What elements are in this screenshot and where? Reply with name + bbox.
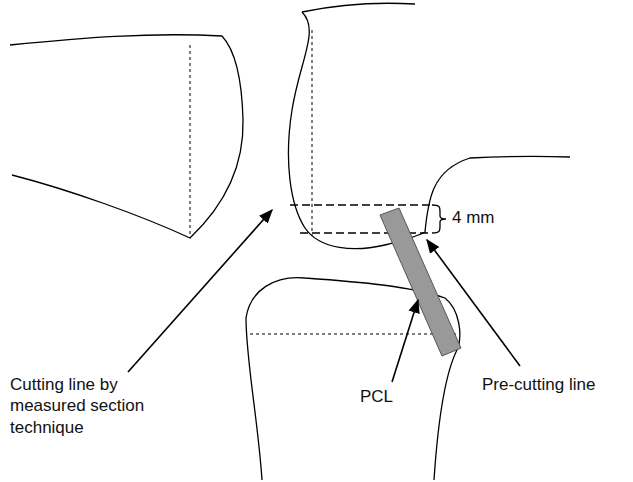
- pre-cutting-leader: [427, 240, 520, 366]
- pcl-band: [380, 208, 461, 356]
- femur-dashed-vertical: [312, 30, 313, 236]
- femur-outline: [288, 12, 570, 249]
- callout-label: Cutting line by measured section techniq…: [10, 374, 180, 438]
- part-label: Pre-cutting line: [482, 374, 595, 395]
- part-label: PCL: [360, 386, 393, 407]
- patella-outline: [10, 35, 243, 238]
- femur-top-line: [302, 3, 415, 12]
- pcl-leader: [392, 300, 418, 382]
- patella-dashed-line: [190, 45, 191, 236]
- cutting-leader: [128, 210, 272, 372]
- dimension-bracket: [432, 205, 446, 233]
- cutting-line: [290, 204, 430, 206]
- tibia-dashed-line: [250, 334, 456, 335]
- dimension-label: 4 mm: [452, 207, 495, 228]
